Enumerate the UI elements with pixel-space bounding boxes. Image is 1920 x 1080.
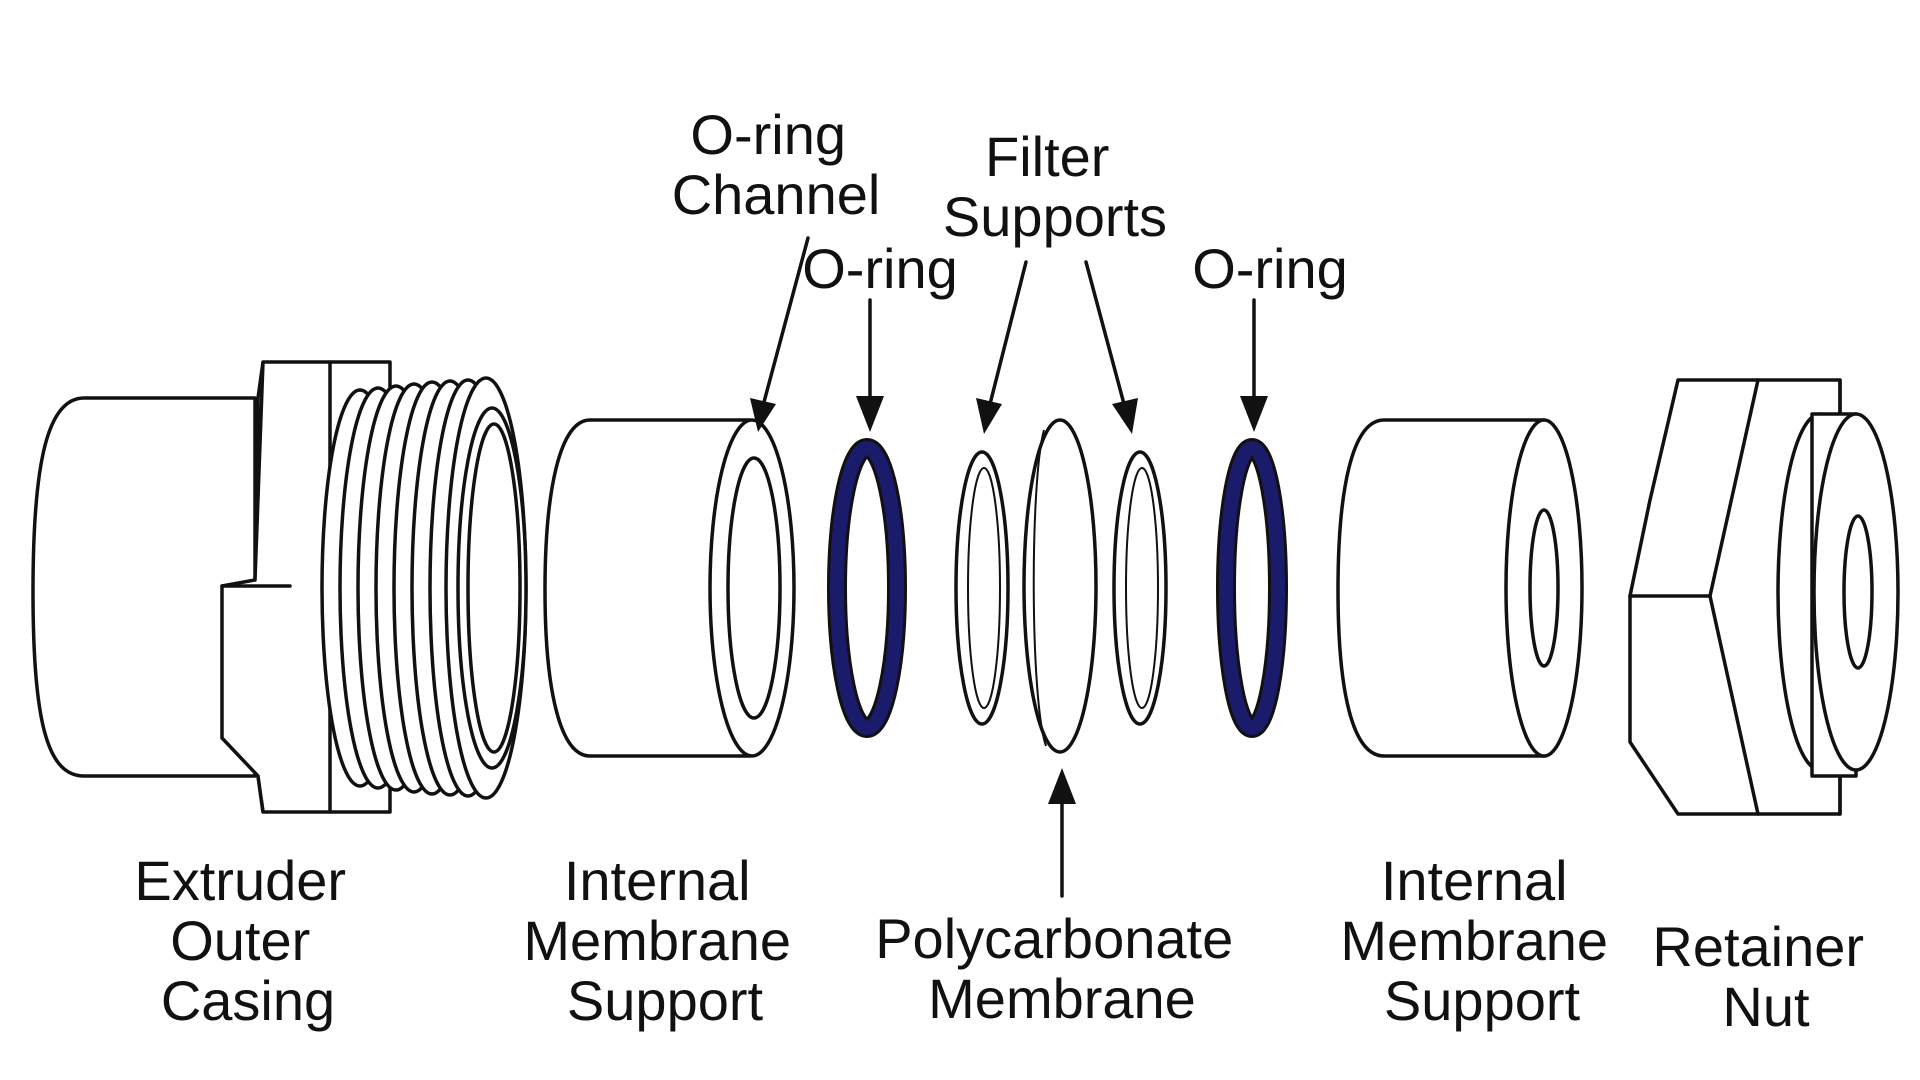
label-filter-supports-line-1: Filter xyxy=(985,125,1109,188)
support-right-body xyxy=(1336,418,1546,758)
label-retainer-nut: Retainer Nut xyxy=(1652,915,1879,1038)
labels: O-ring Channel O-ring Filter Supports O-… xyxy=(134,103,1879,1038)
casing-cylinder-body xyxy=(31,396,257,778)
o-ring-left xyxy=(827,438,907,738)
label-polycarbonate-membrane-line-1: Polycarbonate xyxy=(875,907,1233,970)
filter-support-right xyxy=(1112,450,1168,726)
membrane-disc xyxy=(1022,418,1098,754)
label-o-ring-left: O-ring xyxy=(802,237,958,300)
label-filter-supports-line-2: Supports xyxy=(943,185,1167,248)
label-extruder-casing: Extruder Outer Casing xyxy=(134,849,361,1032)
label-o-ring-channel-line-2: Channel xyxy=(672,163,881,226)
support-left-body xyxy=(543,418,752,758)
filter-support-left-inner xyxy=(967,467,1001,709)
label-o-ring-channel: O-ring Channel xyxy=(672,103,881,226)
label-filter-supports: Filter Supports xyxy=(943,125,1167,248)
label-retainer-nut-line-2: Nut xyxy=(1722,975,1810,1038)
retainer-nut xyxy=(1628,378,1900,816)
o-ring-right-band xyxy=(1219,441,1285,735)
filter-support-left xyxy=(954,450,1010,726)
nut-bore xyxy=(1842,514,1874,670)
label-o-ring-right: O-ring xyxy=(1192,237,1348,300)
filter-support-right-inner xyxy=(1125,467,1159,709)
label-extruder-casing-line-2: Outer xyxy=(170,909,310,972)
filter-support-left-outer xyxy=(954,450,1010,726)
filter-support-right-outer xyxy=(1112,450,1168,726)
label-internal-support-right-line-2: Membrane xyxy=(1340,909,1608,972)
label-polycarbonate-membrane-line-2: Membrane xyxy=(928,967,1196,1030)
internal-membrane-support-right xyxy=(1336,418,1584,758)
label-internal-support-left-line-2: Membrane xyxy=(523,909,791,972)
callout-arrows xyxy=(750,236,1268,898)
label-internal-support-left-line-3: Support xyxy=(567,969,764,1032)
internal-membrane-support-left xyxy=(543,418,796,758)
label-internal-support-left-line-1: Internal xyxy=(564,849,751,912)
label-extruder-casing-line-1: Extruder xyxy=(134,849,346,912)
polycarbonate-membrane xyxy=(1022,418,1098,754)
label-internal-support-right: Internal Membrane Support xyxy=(1340,849,1623,1032)
filter-support-left-arrow xyxy=(976,260,1028,434)
o-ring-left-band xyxy=(830,441,904,735)
o-ring-channel-groove xyxy=(726,456,782,720)
extruder-outer-casing xyxy=(31,360,528,814)
nut-hex-upper-edge xyxy=(1708,378,1760,598)
filter-support-right-arrow xyxy=(1084,260,1138,434)
label-internal-support-left: Internal Membrane Support xyxy=(523,849,806,1032)
polycarbonate-membrane-arrow xyxy=(1048,768,1076,898)
label-internal-support-right-line-3: Support xyxy=(1384,969,1581,1032)
o-ring-left-arrow xyxy=(856,298,884,432)
casing-threaded-opening-inner xyxy=(466,422,522,754)
label-o-ring-channel-line-1: O-ring xyxy=(690,103,846,166)
label-extruder-casing-line-3: Casing xyxy=(161,969,335,1032)
membrane-edge xyxy=(1032,429,1047,747)
label-retainer-nut-line-1: Retainer xyxy=(1652,915,1864,978)
support-right-hole xyxy=(1528,508,1560,668)
label-internal-support-right-line-1: Internal xyxy=(1381,849,1568,912)
o-ring-channel-arrow xyxy=(750,236,810,432)
label-polycarbonate-membrane: Polycarbonate Membrane xyxy=(875,907,1249,1030)
o-ring-right xyxy=(1216,438,1288,738)
o-ring-right-arrow xyxy=(1240,298,1268,432)
